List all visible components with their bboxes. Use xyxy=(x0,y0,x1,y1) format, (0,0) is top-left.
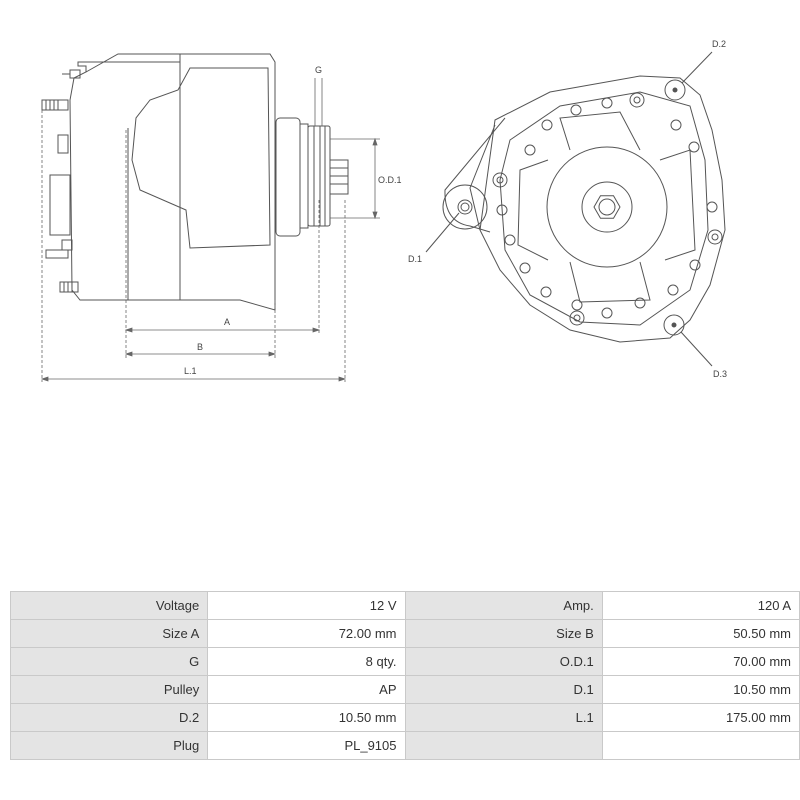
label-g: G xyxy=(315,65,322,75)
spec-value: 50.50 mm xyxy=(601,619,800,648)
rear-housing-outline xyxy=(69,61,181,301)
spec-value: 120 A xyxy=(601,591,800,620)
spec-value: 12 V xyxy=(207,591,406,620)
spec-label: Amp. xyxy=(404,591,603,620)
front-housing-outline xyxy=(479,75,726,343)
housing-window xyxy=(131,67,271,249)
rear-terminals xyxy=(41,69,81,293)
label-od1: O.D.1 xyxy=(378,175,402,185)
spec-value: 8 qty. xyxy=(207,647,406,676)
spec-label: Plug xyxy=(9,731,209,760)
spec-label: Size B xyxy=(404,619,603,648)
label-d1: D.1 xyxy=(408,254,422,264)
spec-label: Size A xyxy=(9,619,209,648)
spec-label: D.2 xyxy=(9,703,209,732)
spec-label: G xyxy=(9,647,209,676)
spec-value: AP xyxy=(207,675,406,704)
dimension-lines xyxy=(40,78,380,382)
spec-value: PL_9105 xyxy=(207,731,406,760)
mount-hole-d3 xyxy=(663,314,685,336)
label-l1: L.1 xyxy=(184,366,197,376)
alternator-front-view xyxy=(425,51,726,367)
spec-label: O.D.1 xyxy=(404,647,603,676)
spec-label xyxy=(404,731,603,760)
mount-hole-d2 xyxy=(664,79,686,101)
spec-label: D.1 xyxy=(404,675,603,704)
spec-label: L.1 xyxy=(404,703,603,732)
spec-value xyxy=(601,731,800,760)
mounting-ear-d1 xyxy=(444,117,506,233)
spec-value: 10.50 mm xyxy=(601,675,800,704)
spec-value: 175.00 mm xyxy=(601,703,800,732)
front-flange xyxy=(275,117,301,237)
label-d3: D.3 xyxy=(713,369,727,379)
spec-label: Voltage xyxy=(9,591,209,620)
spec-label: Pulley xyxy=(9,675,209,704)
label-b: B xyxy=(197,342,203,352)
center-nut xyxy=(593,195,621,219)
alternator-technical-drawing: G O.D.1 A B L.1 xyxy=(40,39,727,382)
spec-value: 70.00 mm xyxy=(601,647,800,676)
spec-value: 72.00 mm xyxy=(207,619,406,648)
label-a: A xyxy=(224,317,230,327)
label-d2: D.2 xyxy=(712,39,726,49)
spec-value: 10.50 mm xyxy=(207,703,406,732)
center-hub xyxy=(546,146,668,268)
vent-holes xyxy=(492,92,723,326)
alternator-side-view xyxy=(41,53,349,311)
